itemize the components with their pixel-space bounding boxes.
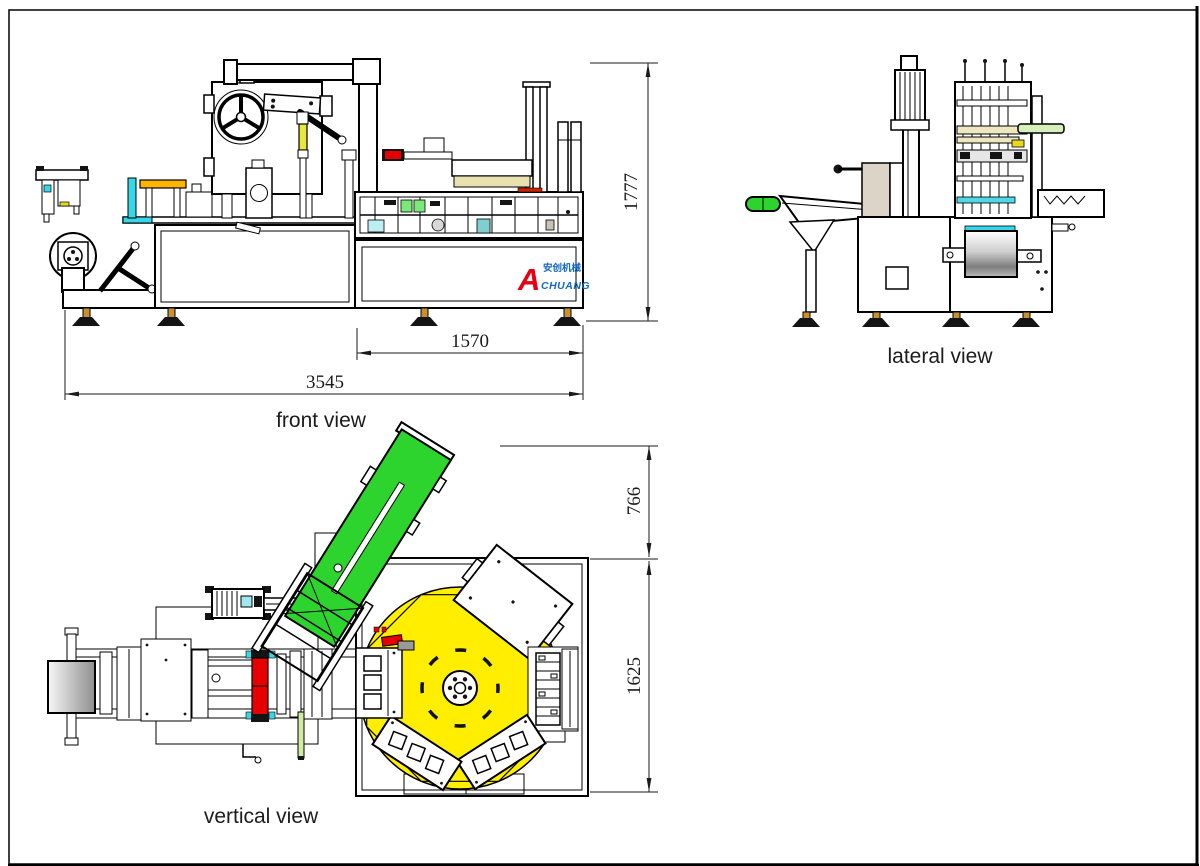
lateral-motor xyxy=(890,55,930,131)
left-cabinet xyxy=(154,221,356,309)
dimension-height-1777: 1777 xyxy=(586,62,658,322)
front-view-label: front view xyxy=(276,409,367,432)
lateral-shelf xyxy=(1037,189,1105,232)
dimension-depth-1625: 1625 xyxy=(590,558,658,793)
logo-cjk: 安创机械 xyxy=(543,262,582,274)
station-left xyxy=(355,647,403,719)
turntable-hub xyxy=(420,648,500,728)
station-bottom-right xyxy=(455,713,547,791)
dim-766-text: 766 xyxy=(624,487,645,516)
vertical-view: 766 1625 vertical view xyxy=(47,420,658,828)
dimension-width-3545: 3545 xyxy=(64,310,583,400)
film-reel-stand xyxy=(49,232,159,309)
logo-initial: A xyxy=(517,262,540,297)
handwheel xyxy=(213,89,269,145)
lateral-frame xyxy=(954,59,1065,219)
feed-table xyxy=(382,137,543,193)
dimension-offset-766: 766 xyxy=(500,445,658,557)
lateral-feet xyxy=(792,311,1040,327)
sensor-posts xyxy=(245,111,357,219)
station-plate-top-right xyxy=(452,543,574,661)
station-right xyxy=(527,646,579,743)
sheet-border xyxy=(8,6,1199,866)
left-deck-unit xyxy=(35,166,89,223)
dim-3545-text: 3545 xyxy=(306,372,344,393)
dim-1570-text: 1570 xyxy=(451,331,489,352)
front-feet xyxy=(72,307,581,326)
deck-surface xyxy=(122,177,356,224)
lateral-body xyxy=(833,127,1053,313)
front-view: A 安创机械 CHUANG xyxy=(35,58,658,432)
dimension-width-1570: 1570 xyxy=(356,325,584,400)
vertical-view-label: vertical view xyxy=(204,805,319,828)
right-deck-band xyxy=(354,191,584,239)
material-roll xyxy=(942,230,1042,278)
right-cabinet xyxy=(354,239,584,309)
dim-1777-text: 1777 xyxy=(621,173,642,211)
overhead-pipe xyxy=(223,58,381,203)
infeed-conveyor xyxy=(250,420,456,692)
station-bottom-left xyxy=(371,714,463,792)
logo-name: CHUANG xyxy=(541,280,590,292)
dim-1625-text: 1625 xyxy=(624,657,645,695)
lateral-view: lateral view xyxy=(745,55,1105,368)
sealing-roller xyxy=(245,650,276,722)
brand-logo: A 安创机械 CHUANG xyxy=(517,262,590,297)
lateral-view-label: lateral view xyxy=(887,345,993,368)
